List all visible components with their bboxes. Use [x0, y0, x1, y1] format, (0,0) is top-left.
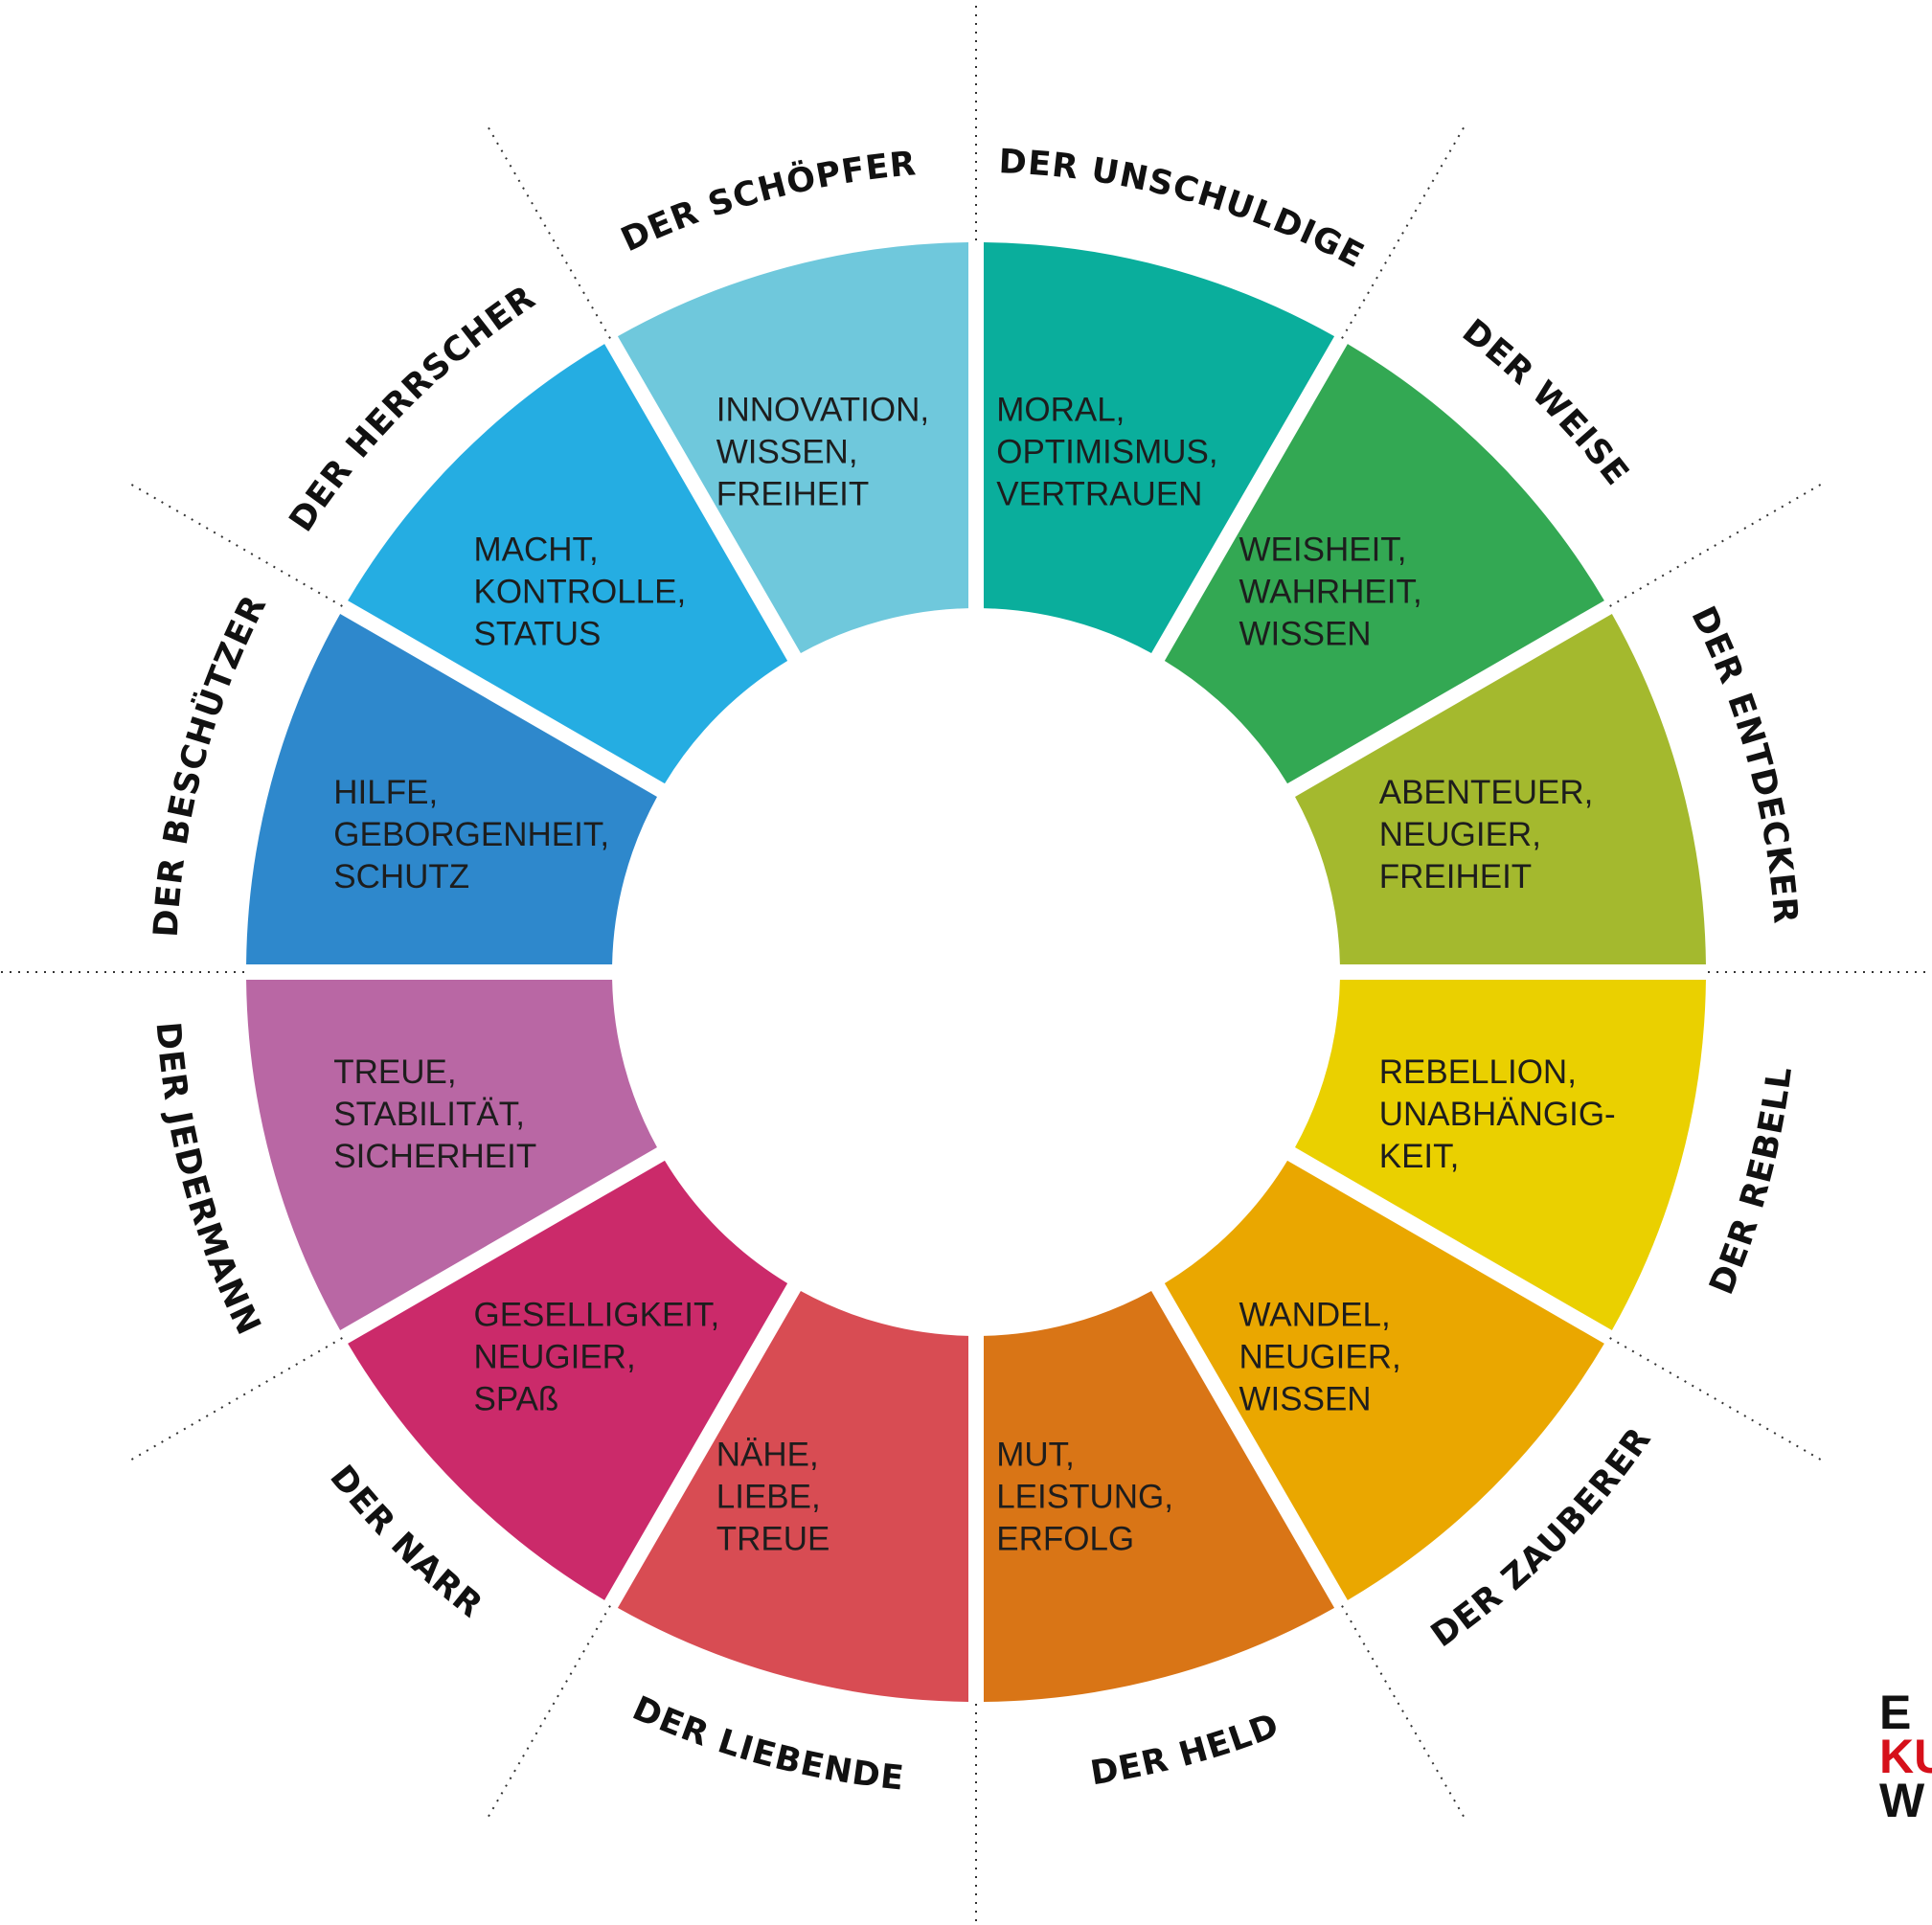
segment-value-line: WISSEN	[1239, 1381, 1372, 1418]
segment-value-line: REBELLION,	[1379, 1053, 1577, 1091]
divider-line	[484, 121, 611, 339]
segment-der-entdecker	[1295, 613, 1706, 965]
segment-der-beschuetzer	[246, 613, 657, 965]
segment-value-line: HILFE,	[333, 774, 438, 811]
segment-value-line: NÄHE,	[716, 1437, 819, 1474]
segment-values: MUT, LEISTUNG, ERFOLG	[996, 1437, 1173, 1558]
brand-logo: E KU W	[1879, 1686, 1932, 1827]
segment-value-line: TREUE	[716, 1521, 830, 1558]
segment-texts: MORAL, OPTIMISMUS, VERTRAUEN WEISHEIT, WAHRH…	[333, 391, 1615, 1557]
segment-value-line: TREUE,	[333, 1053, 456, 1091]
segment-values: HILFE, GEBORGENHEIT, SCHUTZ	[333, 774, 609, 895]
segment-value-line: WISSEN	[1239, 615, 1372, 652]
segment-values: REBELLION, UNABHÄNGIG- KEIT,	[1379, 1053, 1616, 1175]
segment-value-line: MUT,	[996, 1437, 1075, 1474]
divider-line	[125, 480, 343, 607]
archetype-label-der-liebende: DER LIEBENDE	[626, 1689, 906, 1799]
segment-value-line: MORAL,	[996, 391, 1125, 428]
segment-value-line: FREIHEIT	[716, 475, 869, 512]
divider-line	[1609, 480, 1828, 607]
segment-value-line: FREIHEIT	[1379, 858, 1532, 895]
wheel-segments	[246, 242, 1706, 1702]
segment-value-line: WANDEL,	[1239, 1297, 1391, 1334]
segment-der-unschuldige	[983, 242, 1335, 653]
segment-value-line: LEISTUNG,	[996, 1479, 1173, 1516]
segment-value-line: SICHERHEIT	[333, 1138, 536, 1175]
segment-values: MORAL, OPTIMISMUS, VERTRAUEN	[996, 391, 1217, 512]
archetype-label-der-jedermann: DER JEDERMANN	[148, 1021, 268, 1342]
segment-value-line: LIEBE,	[716, 1479, 821, 1516]
segment-value-line: STABILITÄT,	[333, 1096, 525, 1133]
segment-values: INNOVATION, WISSEN, FREIHEIT	[716, 391, 929, 512]
segment-values: GESELLIGKEIT, NEUGIER, SPAß	[473, 1297, 719, 1418]
segment-der-jedermann	[246, 979, 657, 1331]
logo-line-1: E	[1879, 1686, 1912, 1739]
segment-value-line: VERTRAUEN	[996, 475, 1202, 512]
segment-der-rebell	[1295, 979, 1706, 1331]
segment-values: ABENTEUER, NEUGIER, FREIHEIT	[1379, 774, 1594, 895]
segment-value-line: ERFOLG	[996, 1521, 1134, 1558]
divider-line	[1341, 121, 1468, 339]
segment-der-herrscher	[348, 344, 788, 784]
segment-value-line: INNOVATION,	[716, 391, 929, 428]
divider-line	[1341, 1605, 1468, 1823]
segment-values: WANDEL, NEUGIER, WISSEN	[1239, 1297, 1401, 1418]
segment-value-line: NEUGIER,	[1239, 1339, 1401, 1376]
segment-der-schoepfer	[617, 242, 969, 653]
segment-value-line: NEUGIER,	[1379, 816, 1541, 853]
logo-line-3: W	[1879, 1774, 1925, 1827]
divider-line	[1609, 1337, 1828, 1464]
segment-values: MACHT, KONTROLLE, STATUS	[473, 531, 686, 652]
segment-value-line: MACHT,	[473, 531, 598, 568]
segment-values: NÄHE, LIEBE, TREUE	[716, 1437, 830, 1558]
segment-der-narr	[348, 1160, 788, 1600]
segment-value-line: KONTROLLE,	[473, 573, 686, 610]
segment-values: TREUE, STABILITÄT, SICHERHEIT	[333, 1053, 536, 1175]
segment-value-line: UNABHÄNGIG-	[1379, 1096, 1616, 1133]
segment-value-line: SCHUTZ	[333, 858, 469, 895]
segment-value-line: GESELLIGKEIT,	[473, 1297, 719, 1334]
divider-line	[484, 1605, 611, 1823]
segment-value-line: ABENTEUER,	[1379, 774, 1594, 811]
segment-value-line: NEUGIER,	[473, 1339, 635, 1376]
segment-values: WEISHEIT, WAHRHEIT, WISSEN	[1239, 531, 1422, 652]
logo-line-2: KU	[1879, 1730, 1932, 1783]
segment-value-line: GEBORGENHEIT,	[333, 816, 609, 853]
archetype-label-der-rebell: DER REBELL	[1703, 1064, 1801, 1300]
segment-value-line: WEISHEIT,	[1239, 531, 1407, 568]
segment-der-weise	[1164, 344, 1604, 784]
segment-der-zauberer	[1164, 1160, 1604, 1600]
archetype-label-der-entdecker: DER ENTDECKER	[1683, 600, 1804, 925]
segment-value-line: WAHRHEIT,	[1239, 573, 1422, 610]
segment-value-line: KEIT,	[1379, 1138, 1460, 1175]
divider-line	[125, 1337, 343, 1464]
archetype-label-der-held: DER HELD	[1088, 1707, 1284, 1794]
archetype-label-der-schoepfer: DER SCHÖPFER	[616, 145, 919, 260]
segment-value-line: WISSEN,	[716, 433, 858, 470]
segment-der-held	[983, 1291, 1335, 1702]
segment-value-line: OPTIMISMUS,	[996, 433, 1217, 470]
segment-value-line: SPAß	[473, 1381, 558, 1418]
segment-value-line: STATUS	[473, 615, 601, 652]
segment-der-liebende	[617, 1291, 969, 1702]
